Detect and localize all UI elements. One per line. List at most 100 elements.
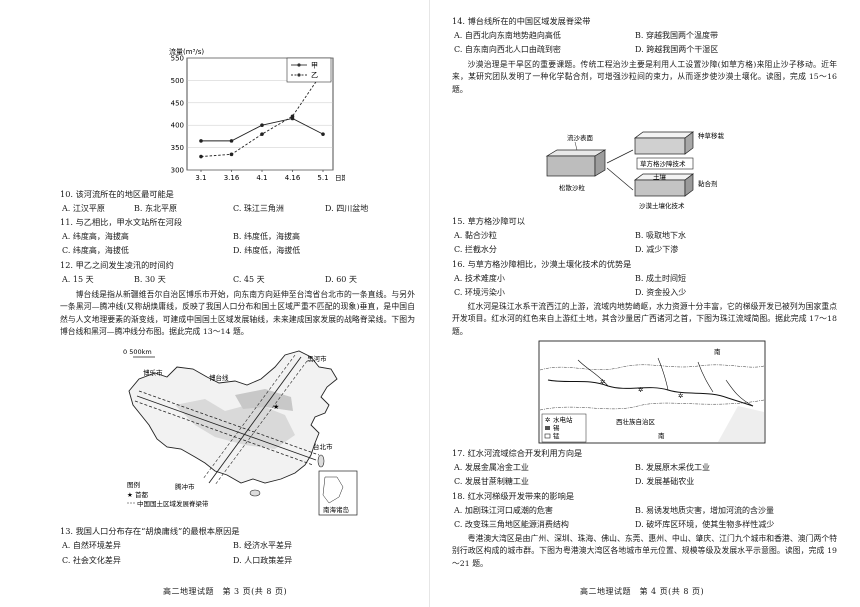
q13-option-c[interactable]: C. 社会文化差异: [62, 556, 121, 565]
map-legend-capital: 首都: [135, 490, 149, 499]
botai-band-upper: [138, 390, 320, 456]
passage-19-21-text: 粤港澳大湾区是由广州、深圳、珠海、佛山、东莞、惠州、中山、肇庆、江门九个城市和香…: [452, 534, 837, 568]
question-16-stem: 16. 与草方格沙障相比，沙漠土壤化技术的优势是: [452, 259, 632, 269]
data-point-jia: [260, 123, 264, 127]
sand-block-side: [594, 149, 606, 177]
y-tick-label: 550: [171, 55, 184, 63]
q10-option-b[interactable]: B. 东北平原: [134, 204, 177, 213]
data-point-jia: [321, 132, 325, 136]
pearl-river-map: 南 南 西壮族自治区 ✲ 水电站 锡 锰 ✲ ✲ ✲: [538, 340, 766, 444]
label-heihe: 黑河市: [307, 354, 327, 363]
q12-option-b[interactable]: B. 30 天: [134, 275, 166, 284]
legend-label-jia: 甲: [311, 62, 318, 70]
legend-marker-jia: [297, 63, 301, 67]
q18-option-c[interactable]: C. 改变珠三角地区能源消费结构: [454, 520, 569, 529]
question-15-stem: 15. 草方格沙障可以: [452, 216, 525, 226]
q14-option-c[interactable]: C. 自东南向西北人口由疏到密: [454, 45, 561, 54]
q18-option-b[interactable]: B. 易诱发地质灾害，增加河流的含沙量: [635, 506, 774, 515]
q11-option-b[interactable]: B. 纬度低，海拔高: [233, 232, 300, 241]
q12-option-a[interactable]: A. 15 天: [62, 275, 94, 284]
q11-option-c[interactable]: C. 纬度高，海拔低: [62, 246, 129, 255]
q17-option-d[interactable]: D. 发展基础农业: [635, 477, 695, 486]
q14-option-d[interactable]: D. 跨越我国两个干湿区: [635, 45, 719, 54]
q16-option-a[interactable]: A. 技术难度小: [454, 274, 505, 283]
label-botai: 博台线: [209, 373, 229, 382]
south-sea-label: 南海诸岛: [323, 505, 349, 514]
q15-option-d[interactable]: D. 减少下渗: [635, 245, 679, 254]
passage-17-18-text: 红水河是珠江水系干流西江的上游，流域内地势崎岖，水力资源十分丰富，它的梯级开发已…: [452, 302, 837, 336]
q14-option-b[interactable]: B. 穿越我国两个温度带: [635, 31, 718, 40]
q12-option-d[interactable]: D. 60 天: [325, 275, 357, 284]
q16-option-c[interactable]: C. 环境污染小: [454, 288, 505, 297]
map-legend-title: 图例: [127, 480, 140, 489]
legend-box: [286, 57, 332, 83]
passage-13-14-text: 博台线是指从新疆维吾尔自治区博乐市开始，向东南方向延伸至台湾省台北市的一条直线。…: [60, 290, 415, 337]
desert-soil-diagram: 流沙表面 松散沙粒 种草移栽 草方格沙障技术 土壤 黏合剂 沙漠土壤化技术: [545, 131, 725, 210]
q11-option-a[interactable]: A. 纬度高，海拔高: [62, 232, 129, 241]
grid-block-front: [634, 137, 686, 155]
q10-option-c[interactable]: C. 珠江三角洲: [233, 204, 284, 213]
tech1-box: [636, 157, 694, 170]
question-17-stem: 17. 红水河流域综合开发利用方向是: [452, 448, 583, 458]
q13-option-a[interactable]: A. 自然环境差异: [62, 541, 121, 550]
data-point-jia: [199, 139, 203, 143]
q16-option-d[interactable]: D. 资金投入少: [635, 288, 687, 297]
q16-option-b[interactable]: B. 成土时间短: [635, 274, 686, 283]
question-10-stem: 10. 该河流所在的地区最可能是: [60, 189, 174, 199]
botai-band-lower: [134, 400, 314, 466]
q13-option-d[interactable]: D. 人口政策差异: [233, 556, 293, 565]
soil-block-front: [634, 179, 686, 197]
tributary-4: [725, 379, 754, 407]
passage-15-16: 沙漠治理是干旱区的重要课题。传统工程治沙主要是利用人工设置沙障(如草方格)来阻止…: [452, 59, 837, 96]
label-loose-sand: 松散沙粒: [559, 183, 586, 192]
tributary-2: [657, 357, 669, 391]
q15-option-b[interactable]: B. 吸取地下水: [635, 231, 686, 240]
label-soil: 土壤: [653, 172, 667, 181]
q11-option-d[interactable]: D. 纬度低，海拔低: [233, 246, 301, 255]
x-tick-label: 5.1: [317, 174, 328, 182]
q10-option-a[interactable]: A. 江汉平原: [62, 204, 105, 213]
q18-option-a[interactable]: A. 加剧珠江河口咸潮的危害: [454, 506, 553, 515]
china-relief-shade-north: [235, 389, 293, 411]
legend-manganese: 锰: [553, 431, 560, 440]
q17-option-c[interactable]: C. 发展甘蔗制糖工业: [454, 477, 529, 486]
legend-marker-yi: [297, 73, 301, 77]
chart-ylabel: 流量(m³/s): [169, 47, 204, 56]
q10-option-d[interactable]: D. 四川盆地: [325, 204, 369, 213]
label-nan-2: 南: [658, 431, 665, 440]
q18-option-d[interactable]: D. 破坏库区环境，使其生物多样性减少: [635, 520, 775, 529]
q15-option-c[interactable]: C. 拦截水分: [454, 245, 497, 254]
tributary-3: [697, 361, 714, 393]
label-taibei: 台北市: [313, 442, 333, 451]
label-flowing-sand: 流沙表面: [567, 133, 594, 142]
sea-area: [718, 406, 764, 442]
map-scale: 0 500km: [123, 348, 152, 356]
x-tick-label: 3.16: [224, 174, 240, 182]
passage-19-21: 粤港澳大湾区是由广州、深圳、珠海、佛山、东莞、惠州、中山、肇庆、江门九个城市和香…: [452, 533, 837, 570]
label-tech1: 草方格沙障技术: [640, 159, 686, 168]
series-line-jia: [201, 118, 324, 142]
label-nan-1: 南: [714, 347, 721, 356]
manganese-icon: [544, 433, 551, 439]
data-point-yi: [290, 114, 295, 119]
botai-line: [136, 395, 317, 461]
label-tech2: 沙漠土壤化技术: [639, 201, 685, 210]
tributary-1: [577, 359, 609, 387]
q13-option-b[interactable]: B. 经济水平差异: [233, 541, 292, 550]
legend-tin: 锡: [553, 423, 560, 432]
q14-option-a[interactable]: A. 自西北向东南地势趋向高低: [454, 31, 561, 40]
footer-page-3: 高二地理试题 第 3 页(共 8 页): [163, 587, 288, 596]
q12-option-c[interactable]: C. 45 天: [233, 275, 265, 284]
q17-option-a[interactable]: A. 发展金属冶金工业: [454, 463, 529, 472]
question-18-stem: 18. 红水河梯级开发带来的影响是: [452, 491, 575, 501]
chart-axes: 5505004504003503003.13.164.14.165.1日期(月.…: [171, 55, 345, 183]
grid-block-top: [633, 131, 695, 139]
q15-option-a[interactable]: A. 黏合沙粒: [454, 231, 497, 240]
series-line-yi: [200, 71, 324, 158]
grid-block-side: [684, 131, 694, 155]
q17-option-b[interactable]: B. 发展原木采伐工业: [635, 463, 710, 472]
south-sea-outline: [322, 476, 344, 504]
y-tick-label: 350: [171, 144, 184, 152]
